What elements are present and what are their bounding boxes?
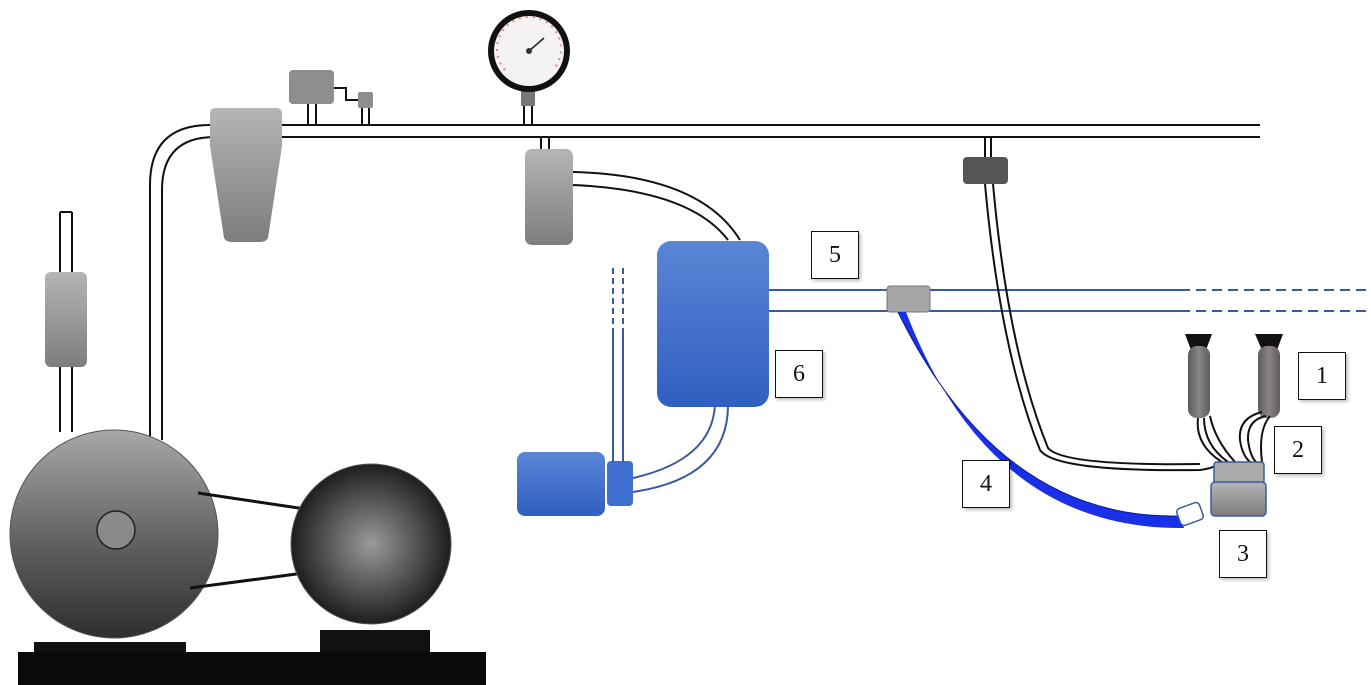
regulator-legs bbox=[307, 87, 370, 125]
teat-cup-left bbox=[1185, 334, 1212, 418]
teat-cup-right bbox=[1255, 334, 1283, 418]
trap-to-receiver-pipe bbox=[572, 171, 741, 241]
sanitary-trap bbox=[525, 149, 573, 245]
milk-inlet bbox=[886, 285, 931, 313]
milk-pump-head bbox=[607, 461, 633, 506]
short-milk-tubes bbox=[1196, 411, 1271, 463]
receiver-jar bbox=[657, 241, 769, 407]
motor-foot bbox=[320, 630, 430, 652]
drive-belt-upper bbox=[197, 491, 313, 512]
electric-motor bbox=[290, 463, 452, 625]
label-receiver-jar: 6 bbox=[775, 350, 823, 398]
pump-hub bbox=[96, 510, 136, 550]
long-milk-tube bbox=[898, 312, 1184, 529]
pulsator-unit bbox=[963, 157, 1008, 184]
pump-foot bbox=[34, 642, 186, 652]
interceptor-vessel bbox=[210, 108, 282, 242]
label-long-milk-tube: 4 bbox=[962, 460, 1010, 508]
label-short-milk-tubes: 2 bbox=[1274, 426, 1322, 474]
label-milk-line: 5 bbox=[811, 231, 859, 279]
milk-pump-outlet bbox=[612, 330, 624, 462]
drive-belt-lower bbox=[189, 571, 305, 590]
label-milking-claw: 3 bbox=[1219, 530, 1267, 578]
base-platform bbox=[18, 652, 486, 685]
milk-line bbox=[769, 289, 1371, 312]
long-pulse-tube bbox=[984, 137, 1223, 472]
vacuum-regulator bbox=[289, 70, 334, 104]
vacuum-sensor bbox=[358, 92, 373, 108]
pressure-gauge-icon bbox=[488, 10, 570, 125]
milk-pump bbox=[517, 452, 605, 516]
milking-claw bbox=[1176, 461, 1267, 527]
label-teat-cups: 1 bbox=[1298, 352, 1346, 400]
exhaust-filter bbox=[45, 272, 87, 367]
